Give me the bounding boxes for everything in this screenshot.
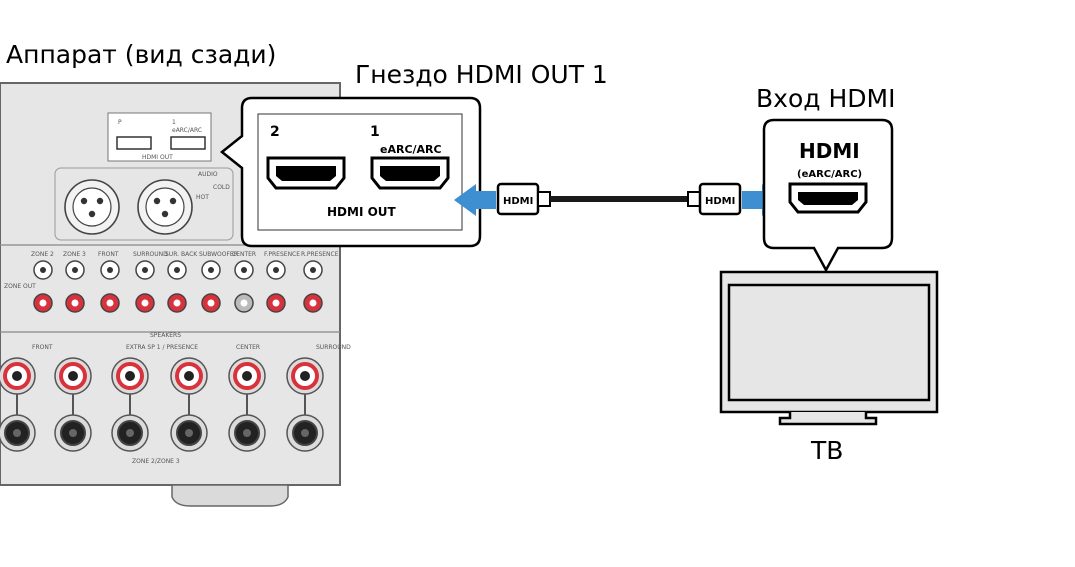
preout-label: SUBWOOFER: [199, 251, 238, 258]
hdmi-input-label: Вход HDMI: [756, 84, 896, 113]
xlr-jack-right: [137, 179, 193, 235]
preout-label: ZONE 3: [63, 251, 86, 258]
tv-hdmi-sub: (eARC/ARC): [797, 169, 862, 180]
tv-icon: [719, 270, 939, 426]
callout-hdmi-out: 2 1 eARC/ARC HDMI OUT: [219, 96, 482, 248]
preout-label: SURROUND: [133, 251, 168, 258]
speaker-group-label: FRONT: [32, 344, 53, 351]
arrow-left-icon: [454, 184, 496, 216]
device-rear-label: Аппарат (вид сзади): [6, 40, 277, 69]
cable-wire: [550, 196, 688, 202]
panel-hdmi-out-label: HDMI OUT: [142, 154, 173, 161]
speaker-terminal-black: [54, 414, 92, 452]
panel-cold-label: COLD: [213, 184, 230, 191]
speaker-group-labels: FRONT EXTRA SP 1 / PRESENCE CENTER SURROUND: [32, 344, 351, 351]
panel-audio-label: AUDIO: [198, 171, 218, 178]
speaker-terminal-red: [111, 357, 149, 395]
hdmi-out-jack-label: Гнездо HDMI OUT 1: [355, 60, 608, 89]
speaker-terminal-red: [228, 357, 266, 395]
xlr-jack-left: [64, 179, 120, 235]
panel-port-p: P: [118, 119, 122, 126]
preout-label: FRONT: [98, 251, 119, 258]
speaker-group-label: SURROUND: [316, 344, 351, 351]
panel-port-1-sub: eARC/ARC: [172, 127, 202, 134]
callout-port-1-sub: eARC/ARC: [380, 143, 442, 156]
speaker-terminal-black: [0, 414, 36, 452]
speaker-terminal-black: [286, 414, 324, 452]
plug-right-label: HDMI: [705, 196, 735, 207]
hdmi-port-1-icon: [370, 156, 450, 190]
callout-hdmi-out-caption: HDMI OUT: [327, 205, 397, 219]
hdmi-port-2-icon: [266, 156, 346, 190]
speaker-group-label: CENTER: [236, 344, 260, 351]
speaker-terminal-black: [170, 414, 208, 452]
tv-hdmi-port-icon: [788, 182, 868, 214]
receiver-foot: [171, 484, 289, 507]
callout-port-2: 2: [270, 124, 280, 140]
speaker-terminals: [0, 357, 324, 452]
preout-label: SUR. BACK: [165, 251, 198, 258]
callout-port-1: 1: [370, 124, 380, 140]
plug-left-label: HDMI: [503, 196, 533, 207]
tv-hdmi-title: HDMI: [799, 139, 860, 163]
preout-label: R.PRESENCE: [301, 251, 339, 258]
panel-speakers-label: SPEAKERS: [150, 332, 181, 339]
hdmi-cable: HDMI HDMI: [454, 182, 782, 216]
panel-hot-label: HOT: [196, 194, 209, 201]
speaker-terminal-red: [170, 357, 208, 395]
speaker-terminal-black: [111, 414, 149, 452]
speaker-terminal-black: [228, 414, 266, 452]
panel-zone-out-label: ZONE OUT: [4, 283, 36, 290]
speaker-terminal-red: [286, 357, 324, 395]
speaker-terminal-red: [0, 357, 36, 395]
callout-hdmi-input: HDMI (eARC/ARC): [762, 118, 894, 273]
speaker-terminal-red: [54, 357, 92, 395]
preout-label: CENTER: [232, 251, 256, 258]
preout-label: ZONE 2: [31, 251, 54, 258]
panel-zone-bottom-label: ZONE 2/ZONE 3: [132, 458, 180, 465]
panel-port-1: 1: [172, 119, 176, 126]
tv-label: ТВ: [811, 436, 844, 465]
preout-label: F.PRESENCE: [264, 251, 300, 258]
speaker-group-label: EXTRA SP 1 / PRESENCE: [126, 344, 198, 351]
preout-jacks: [33, 260, 323, 313]
plug-right: [698, 182, 742, 216]
